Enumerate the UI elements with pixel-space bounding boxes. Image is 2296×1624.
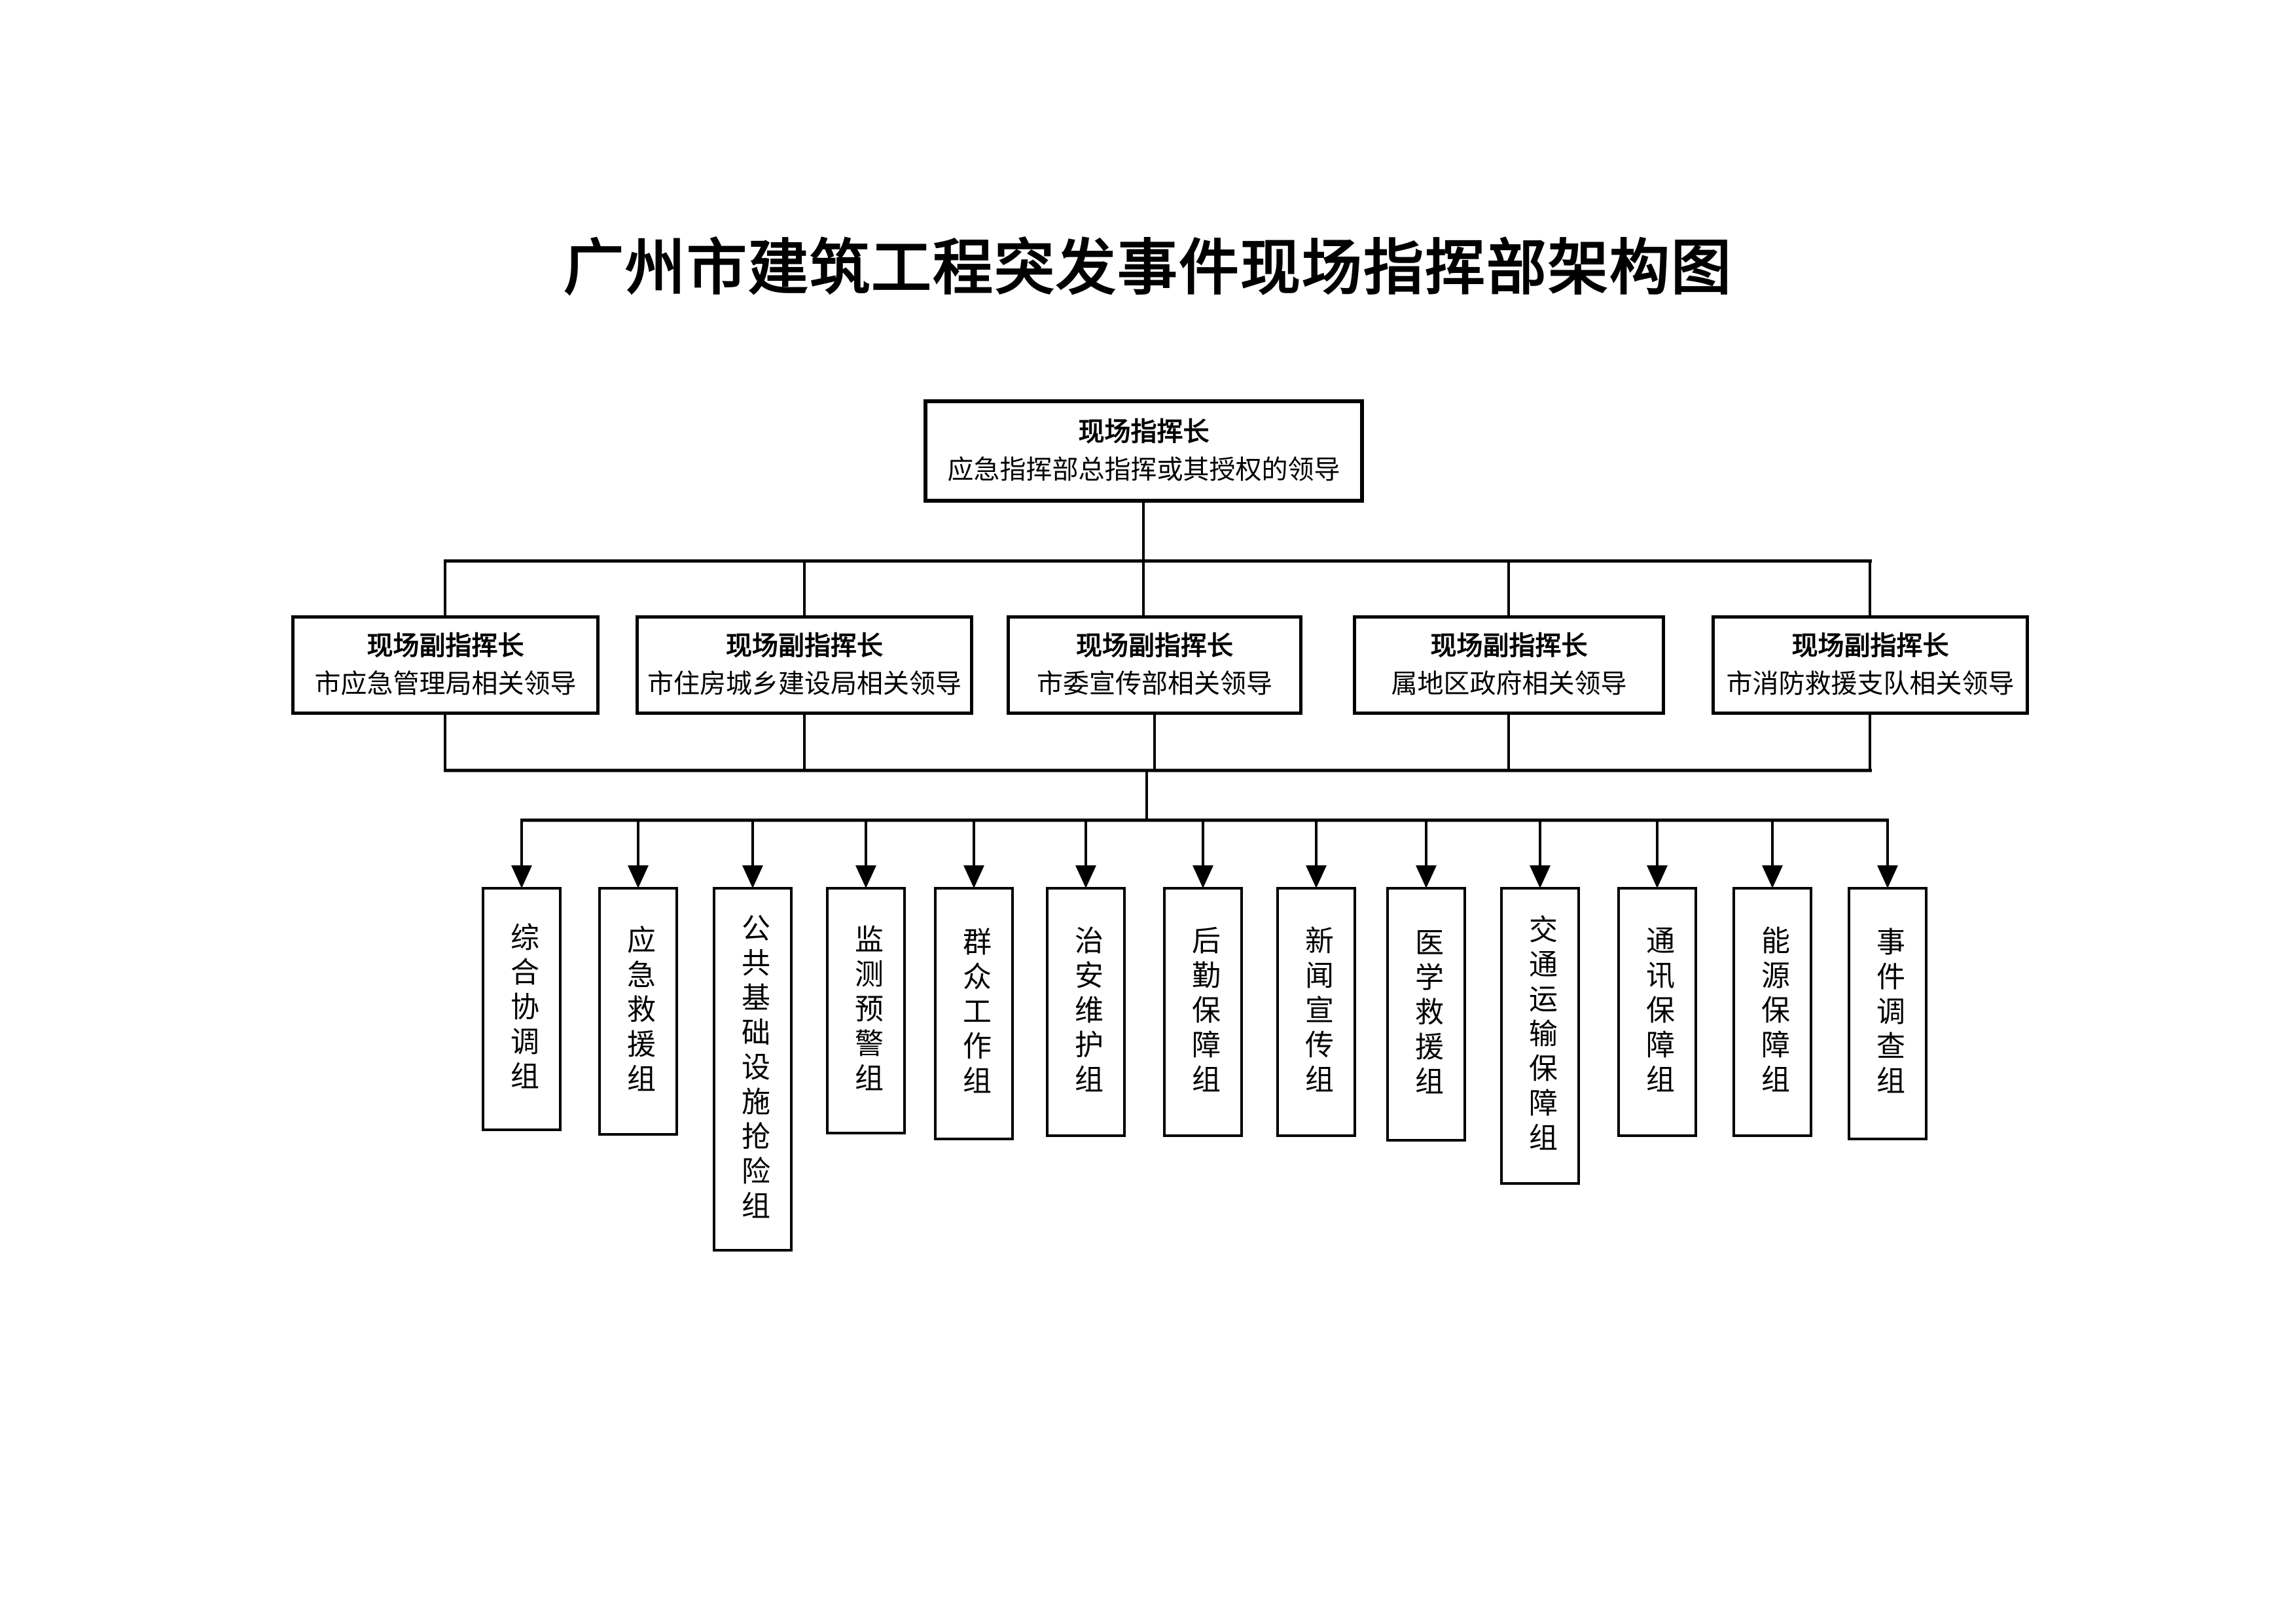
group-box-emergency-rescue: 应急救援组 xyxy=(598,887,678,1136)
level2-to-level3-connectors xyxy=(444,713,1889,822)
deputy-box-housing-bureau: 现场副指挥长 市住房城乡建设局相关领导 xyxy=(636,615,973,715)
group-box-news-publicity: 新闻宣传组 xyxy=(1276,887,1356,1137)
group-box-comprehensive-coordination: 综合协调组 xyxy=(482,887,562,1131)
deputy-title: 现场副指挥长 xyxy=(367,632,524,660)
commander-box: 现场指挥长 应急指挥部总指挥或其授权的领导 xyxy=(924,399,1364,503)
deputy-title: 现场副指挥长 xyxy=(1430,632,1588,660)
deputy-box-propaganda-dept: 现场副指挥长 市委宣传部相关领导 xyxy=(1007,615,1302,715)
deputy-title: 现场副指挥长 xyxy=(726,632,883,660)
group-box-public-security: 治安维护组 xyxy=(1046,887,1126,1137)
deputy-box-emergency-bureau: 现场副指挥长 市应急管理局相关领导 xyxy=(291,615,600,715)
deputy-box-district-government: 现场副指挥长 属地区政府相关领导 xyxy=(1353,615,1665,715)
group-label: 治安维护组 xyxy=(1070,925,1102,1099)
deputy-subtitle: 属地区政府相关领导 xyxy=(1391,670,1627,698)
deputy-subtitle: 市委宣传部相关领导 xyxy=(1037,670,1272,698)
group-label: 公共基础设施抢险组 xyxy=(737,913,769,1225)
group-label: 医学救援组 xyxy=(1410,928,1443,1101)
group-box-transportation-support: 交通运输保障组 xyxy=(1500,887,1580,1185)
page-title: 广州市建筑工程突发事件现场指挥部架构图 xyxy=(563,235,1732,302)
group-box-medical-rescue: 医学救援组 xyxy=(1386,887,1466,1142)
group-box-public-infrastructure-repair: 公共基础设施抢险组 xyxy=(713,887,793,1252)
group-box-mass-work: 群众工作组 xyxy=(934,887,1014,1140)
level1-to-level2-connectors xyxy=(444,501,1872,615)
deputy-subtitle: 市消防救援支队相关领导 xyxy=(1726,670,2015,698)
group-label: 应急救援组 xyxy=(622,924,655,1098)
deputy-title: 现场副指挥长 xyxy=(1076,632,1233,660)
group-label: 能源保障组 xyxy=(1757,925,1789,1099)
deputy-subtitle: 市住房城乡建设局相关领导 xyxy=(647,670,961,698)
deputy-title: 现场副指挥长 xyxy=(1791,632,1949,660)
group-label: 交通运输保障组 xyxy=(1524,914,1556,1157)
group-box-energy-support: 能源保障组 xyxy=(1732,887,1812,1137)
deputy-box-fire-rescue: 现场副指挥长 市消防救援支队相关领导 xyxy=(1712,615,2029,715)
group-label: 群众工作组 xyxy=(958,927,990,1100)
group-label: 新闻宣传组 xyxy=(1300,925,1333,1099)
group-arrows xyxy=(511,820,1898,888)
group-box-logistics-support: 后勤保障组 xyxy=(1163,887,1243,1137)
group-box-communications-support: 通讯保障组 xyxy=(1617,887,1697,1137)
commander-title: 现场指挥长 xyxy=(1078,418,1210,446)
commander-subtitle: 应急指挥部总指挥或其授权的领导 xyxy=(947,456,1340,484)
group-label: 事件调查组 xyxy=(1872,927,1904,1100)
group-label: 后勤保障组 xyxy=(1187,925,1219,1099)
deputy-subtitle: 市应急管理局相关领导 xyxy=(314,670,577,698)
group-box-incident-investigation: 事件调查组 xyxy=(1848,887,1928,1140)
group-label: 通讯保障组 xyxy=(1641,925,1674,1099)
group-label: 监测预警组 xyxy=(850,924,882,1098)
group-box-monitoring-early-warning: 监测预警组 xyxy=(826,887,906,1134)
group-label: 综合协调组 xyxy=(506,922,538,1096)
